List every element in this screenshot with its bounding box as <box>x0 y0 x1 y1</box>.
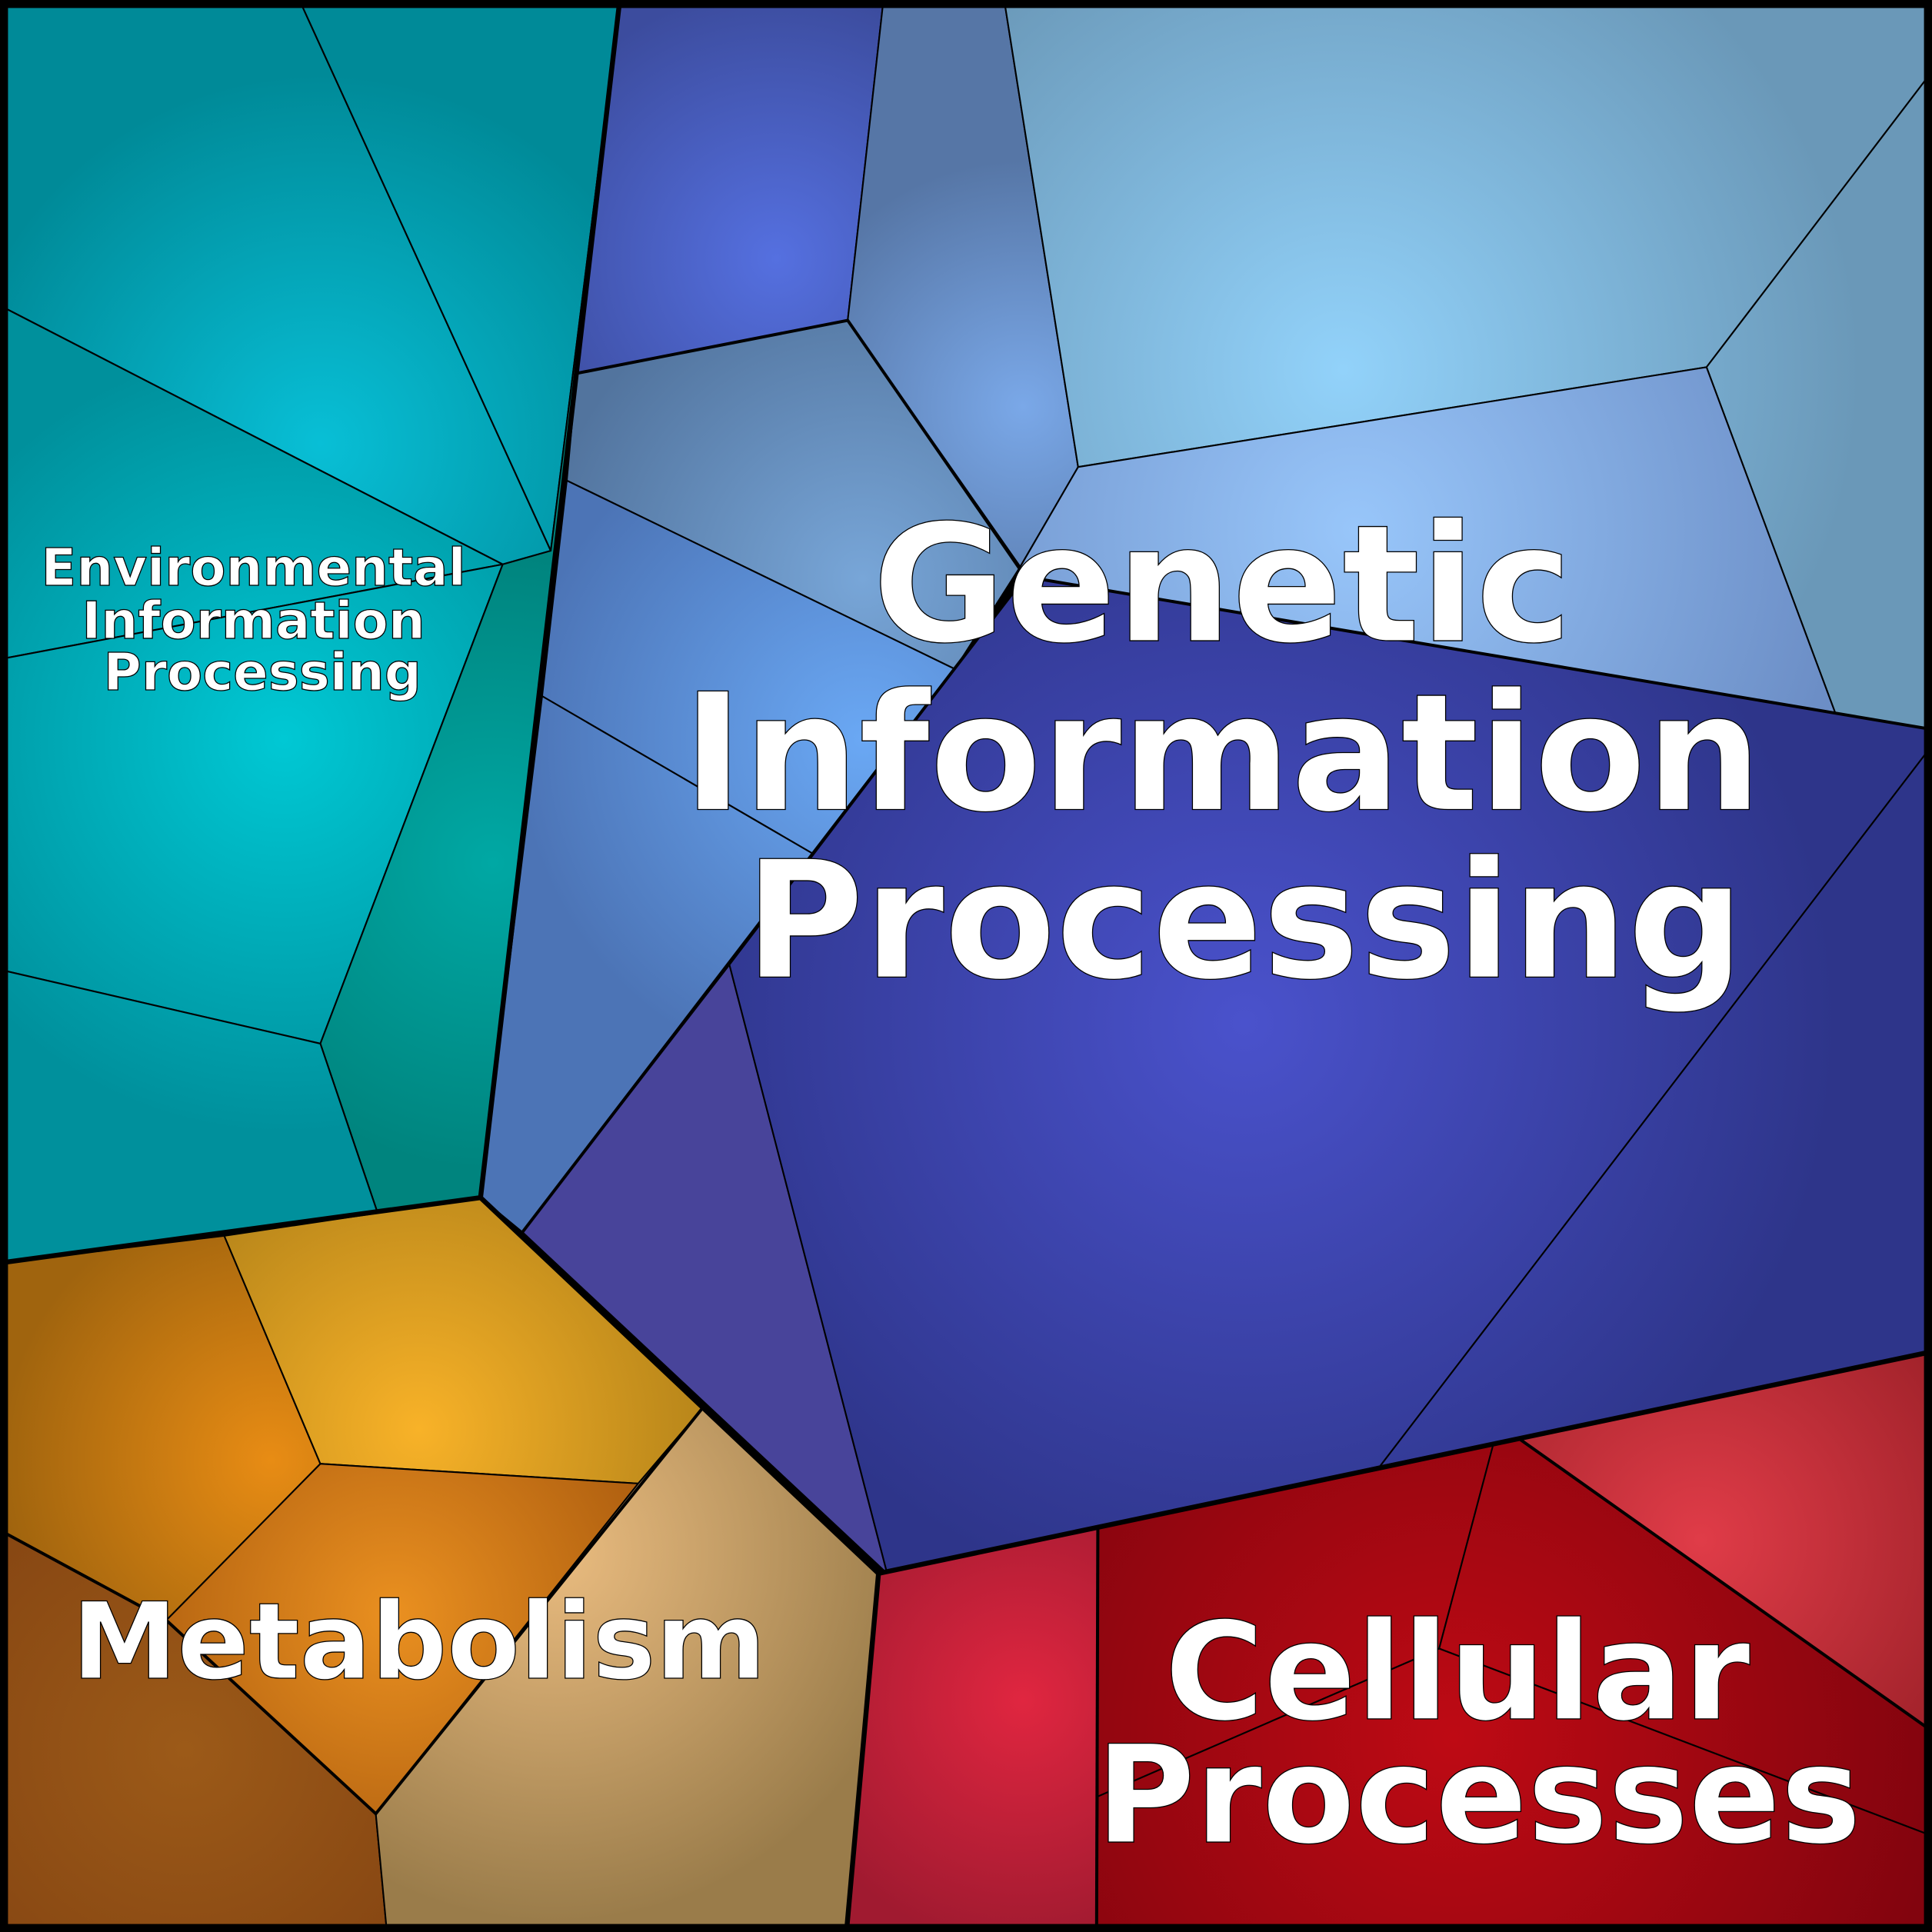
region-environmental-information-processing <box>0 0 621 1264</box>
label-genetic: Genetic Information Processing <box>683 490 1819 1015</box>
region-cellular-processes <box>845 1351 1932 1932</box>
cell <box>845 1527 1099 1932</box>
cell <box>575 0 884 375</box>
label-cellular: Cellular Processes <box>1096 1593 1861 1874</box>
region-genetic-information-processing <box>479 0 1932 1577</box>
region-metabolism <box>0 1197 880 1932</box>
label-environmental: Environmental Information Processing <box>41 538 484 702</box>
label-metabolism: Metabolism <box>72 1581 766 1704</box>
